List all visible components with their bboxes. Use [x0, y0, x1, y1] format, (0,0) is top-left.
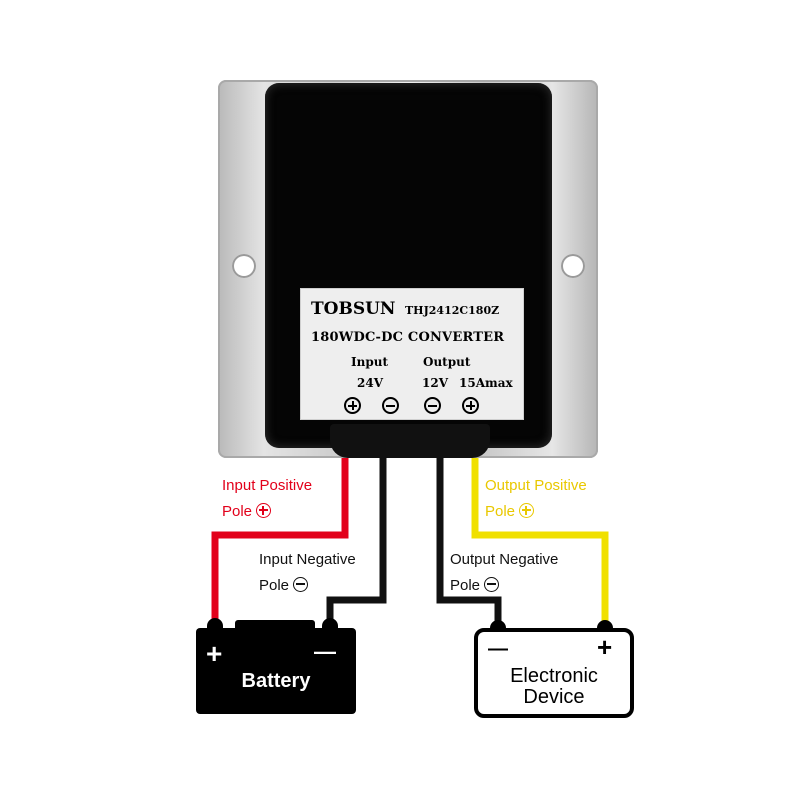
output-negative-wire	[436, 452, 502, 622]
output-current: 15Amax	[459, 376, 513, 390]
output-positive-label: Output Positive Pole	[485, 473, 587, 525]
output-negative-label: Output Negative Pole	[450, 547, 558, 599]
terminal-minus-icon	[382, 397, 399, 414]
model-number: THJ2412C180Z	[405, 304, 500, 317]
converter-description: 180WDC-DC CONVERTER	[311, 330, 505, 345]
terminal-plus-icon	[462, 397, 479, 414]
output-positive-wire	[471, 452, 609, 622]
battery-minus-sign: —	[314, 639, 336, 664]
output-positive-text: Output Positive	[485, 477, 587, 494]
battery-negative-terminal	[322, 618, 338, 628]
pole-plus-icon	[519, 503, 535, 518]
terminal-plus-icon	[344, 397, 361, 414]
battery-cap	[235, 620, 315, 630]
cable-gland	[330, 424, 490, 458]
battery	[196, 628, 356, 714]
output-heading: Output	[423, 355, 471, 369]
mount-hole-left	[232, 254, 256, 278]
electronic-device	[474, 628, 634, 718]
output-negative-pole: Pole	[450, 577, 481, 594]
device-negative-terminal	[490, 620, 506, 630]
device-label-line2: Device	[523, 686, 585, 708]
pole-minus-icon	[293, 577, 309, 592]
battery-label: Battery	[241, 670, 311, 692]
terminal-minus-icon	[424, 397, 441, 414]
output-negative-text: Output Negative	[450, 551, 559, 568]
mount-hole-right	[561, 254, 585, 278]
device-plus-sign: +	[597, 632, 613, 662]
output-voltage: 12V	[422, 376, 449, 390]
input-heading: Input	[351, 355, 388, 369]
input-positive-pole: Pole	[222, 503, 253, 520]
input-negative-label: Input Negative Pole	[259, 547, 356, 599]
input-negative-wire	[326, 452, 387, 622]
input-negative-pole: Pole	[259, 577, 290, 594]
device-positive-terminal	[597, 620, 613, 630]
battery-positive-terminal	[207, 618, 223, 628]
input-positive-wire	[211, 452, 349, 622]
device-label: Electronic Device	[474, 666, 634, 708]
input-positive-label: Input Positive Pole	[222, 473, 312, 525]
input-voltage: 24V	[357, 376, 384, 390]
output-positive-pole: Pole	[485, 503, 516, 520]
device-label-line1: Electronic	[510, 665, 598, 687]
battery-plus-sign: +	[206, 638, 223, 669]
input-negative-text: Input Negative	[259, 551, 356, 568]
converter-label: TOBSUN THJ2412C180Z 180WDC-DC CONVERTER …	[300, 288, 524, 420]
device-minus-sign: —	[488, 638, 508, 660]
brand-name: TOBSUN	[311, 299, 396, 319]
pole-plus-icon	[256, 503, 272, 518]
pole-minus-icon	[484, 577, 500, 592]
input-positive-text: Input Positive	[222, 477, 313, 494]
